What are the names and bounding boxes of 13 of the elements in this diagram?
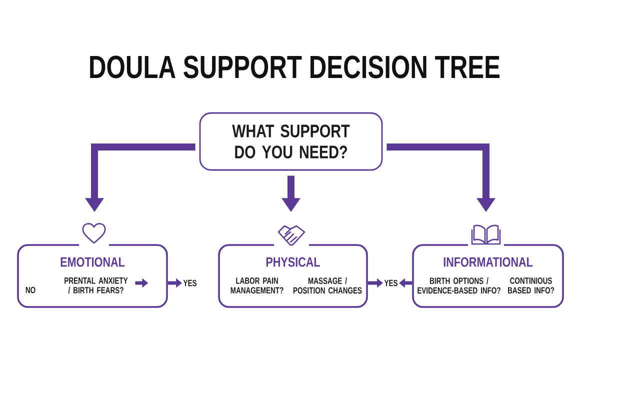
answer-label: YES <box>183 280 196 286</box>
category-heading: INFORMATIONAL <box>444 257 533 267</box>
category-heading: EMOTIONAL <box>60 257 125 267</box>
question-box: WHAT SUPPORT DO YOU NEED? <box>199 112 383 171</box>
question-text: LABOR PAIN MANAGEMENT? <box>230 278 284 294</box>
question-text: BIRTH OPTIONS / EVIDENCE-BASED INFO? <box>418 277 500 294</box>
title: DOULA SUPPORT DECISION TREE <box>90 56 500 78</box>
question-text: PRENTAL ANXIETY / BIRTH FEARS? <box>64 278 128 294</box>
category-heading: PHYSICAL <box>266 257 320 267</box>
question-text: CONTINIOUS BASED INFO? <box>508 278 554 294</box>
answer-label: NO <box>26 286 36 294</box>
answer-label: YES <box>384 280 398 286</box>
option-text: MASSAGE / POSITION CHANGES <box>293 277 362 294</box>
